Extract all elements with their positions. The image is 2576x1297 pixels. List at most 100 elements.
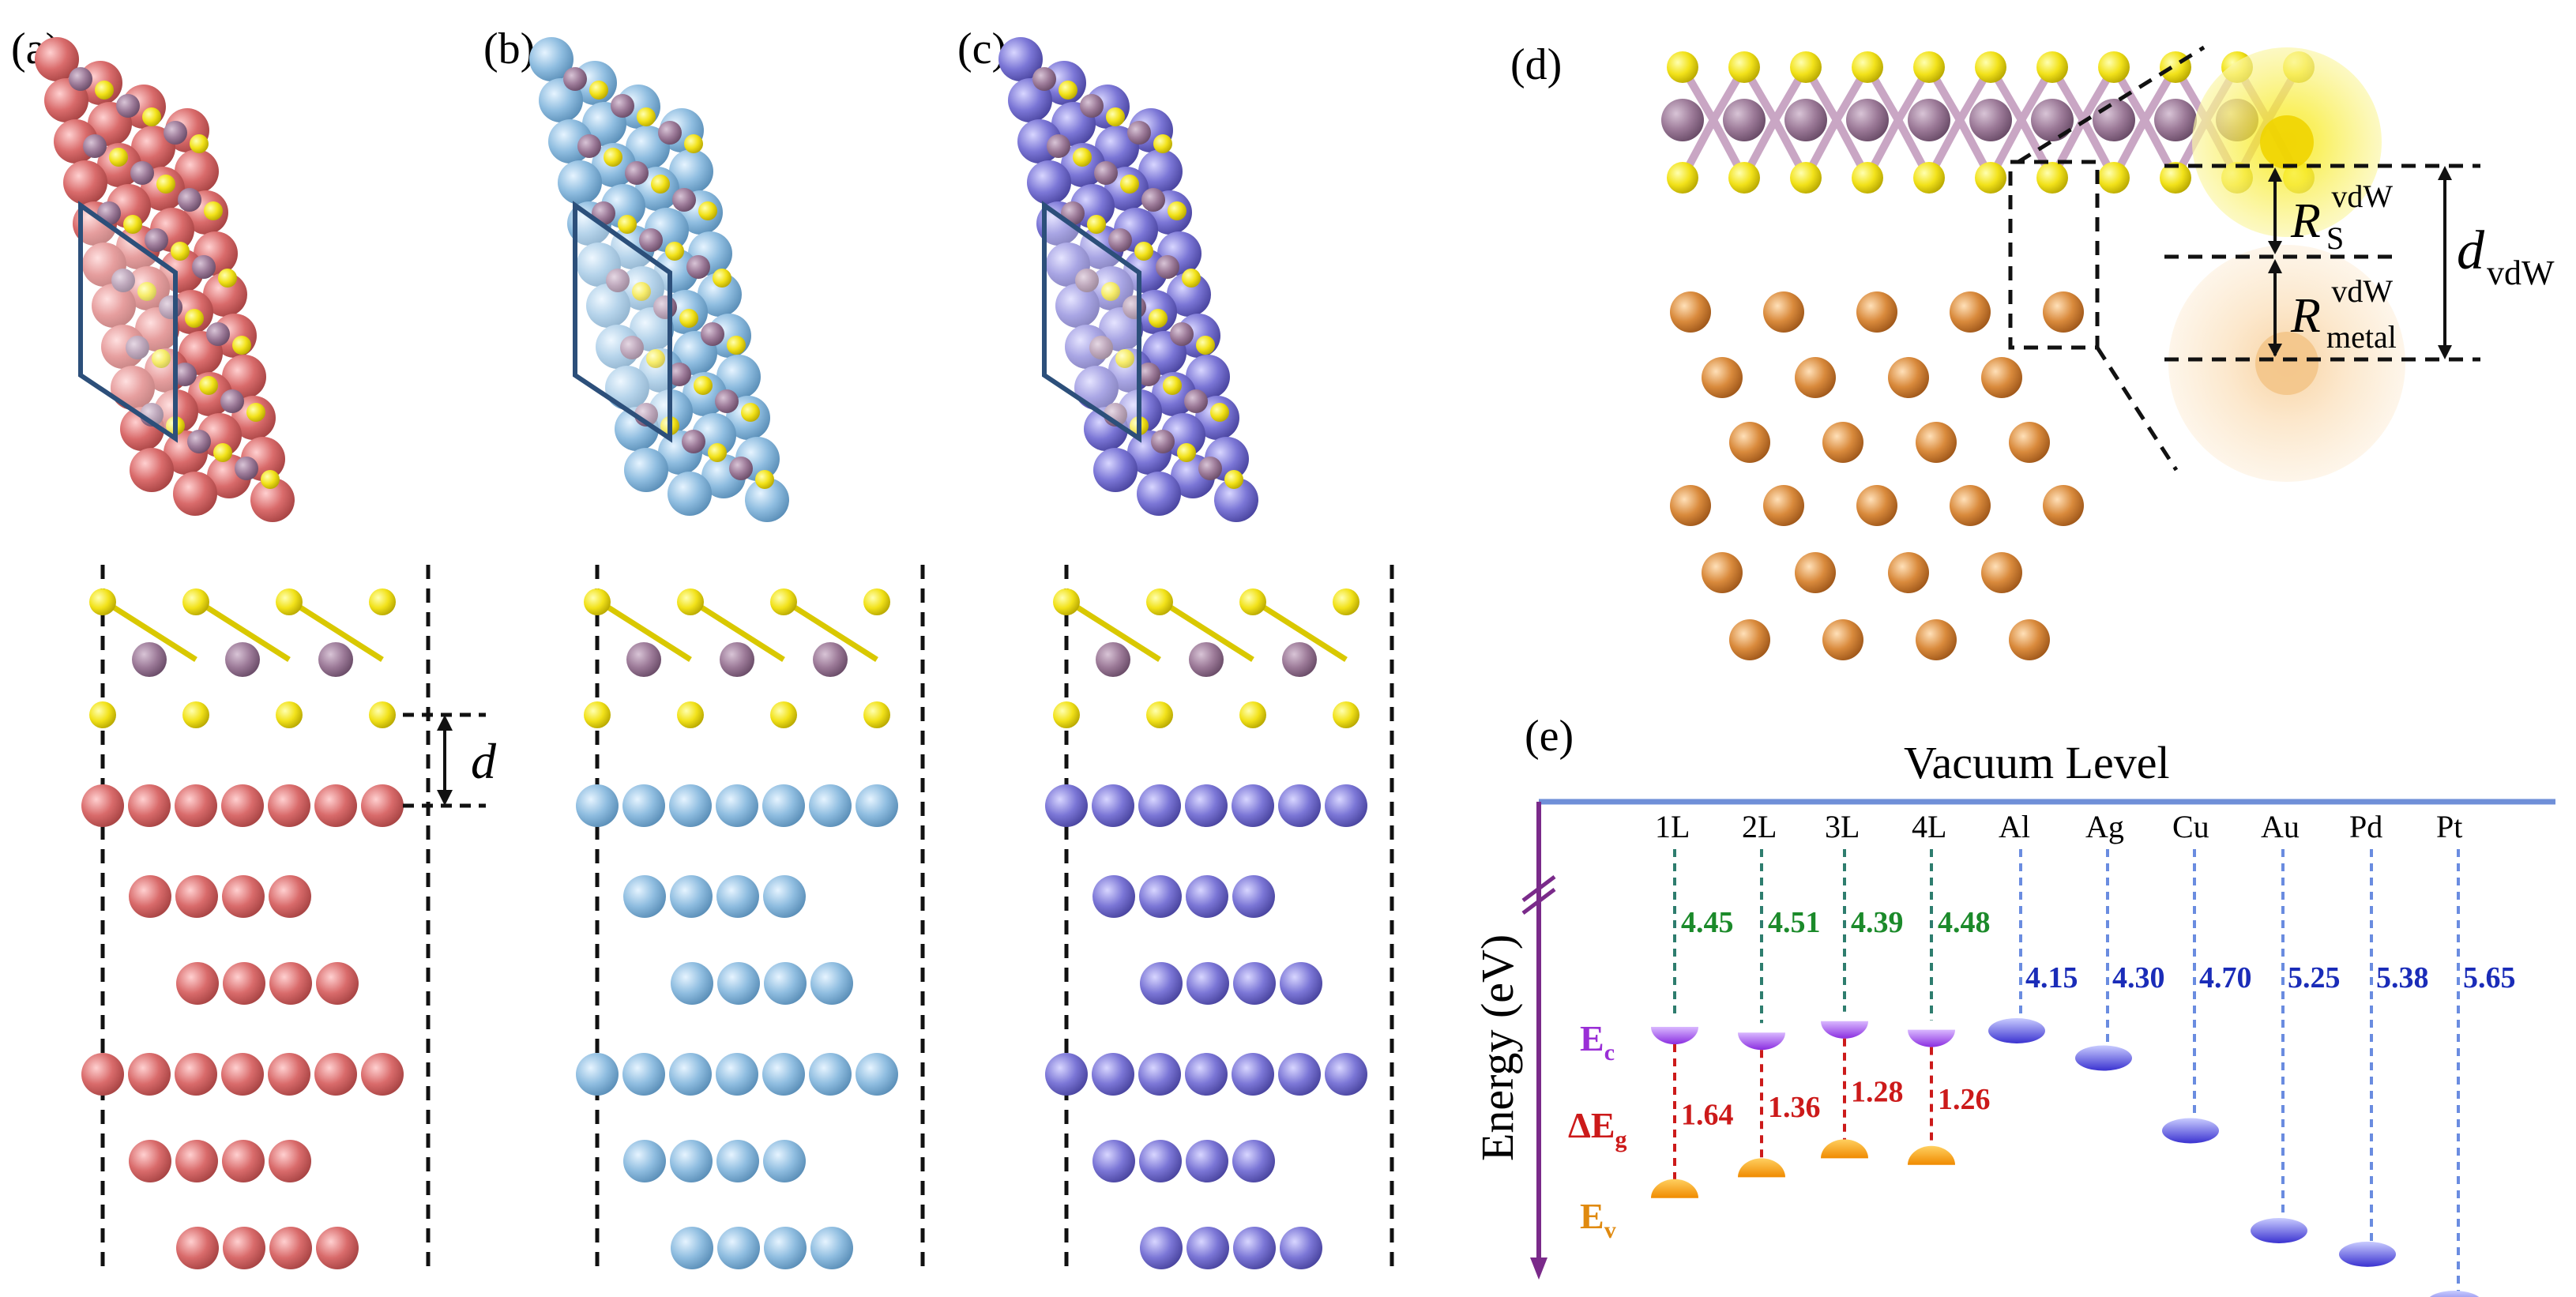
substrate-atom xyxy=(1186,875,1228,918)
substrate-atom xyxy=(1325,1053,1367,1096)
side-view xyxy=(81,565,431,1272)
s-atom xyxy=(89,701,116,728)
mo-atom xyxy=(1151,430,1175,453)
s-atom xyxy=(156,175,175,194)
top-view xyxy=(529,37,789,522)
s-atom xyxy=(137,282,156,301)
substrate-atom xyxy=(361,1053,404,1096)
substrate-atom xyxy=(1074,366,1119,410)
mo-atom xyxy=(2154,99,2197,141)
s-atom xyxy=(1790,162,1822,194)
metal-atom xyxy=(1702,357,1743,398)
unit-cell-outline xyxy=(573,201,672,443)
substrate-atom xyxy=(1186,1227,1229,1269)
s-atom xyxy=(182,701,209,728)
ev-label: Ev xyxy=(1580,1196,1616,1243)
s-atom xyxy=(584,588,611,615)
s-atom xyxy=(1975,51,2006,83)
substrate-atom xyxy=(223,1227,265,1269)
s-atom xyxy=(694,376,713,395)
s-atom xyxy=(2036,51,2068,83)
mo-atom xyxy=(1089,336,1113,359)
s-atom xyxy=(1210,403,1229,422)
mo-atom xyxy=(620,336,644,359)
substrate-atom xyxy=(203,273,247,317)
substrate-atom xyxy=(998,37,1043,81)
metal-atom xyxy=(1670,291,1711,333)
s-atom xyxy=(1196,336,1215,355)
substrate-atom xyxy=(622,784,665,827)
substrate-atom xyxy=(269,962,312,1005)
substrate-atom xyxy=(558,160,602,205)
s-atom xyxy=(1059,81,1077,100)
metal-label: Ag xyxy=(2085,809,2124,844)
s-atom xyxy=(741,403,760,422)
substrate-atom xyxy=(810,1227,853,1269)
substrate-atom xyxy=(623,875,666,918)
substrate-atom xyxy=(314,784,357,827)
electron-affinity-value: 4.51 xyxy=(1768,906,1821,939)
s-atom xyxy=(1728,162,1760,194)
substrate-atom xyxy=(81,1053,124,1096)
substrate-atom xyxy=(1278,1053,1321,1096)
s-atom xyxy=(1101,282,1120,301)
substrate-atom xyxy=(128,1053,171,1096)
s-atom xyxy=(1224,470,1243,489)
mo-atom xyxy=(1282,642,1317,677)
layer-label: 1L xyxy=(1655,809,1690,844)
dvdw-main: d xyxy=(2457,220,2485,281)
mo-atom xyxy=(1170,322,1194,346)
substrate-atom xyxy=(605,366,649,410)
metal-label: Al xyxy=(1999,809,2030,844)
s-atom xyxy=(1153,134,1172,153)
substrate-atom xyxy=(623,1140,666,1182)
bond xyxy=(101,598,197,662)
substrate-atom xyxy=(250,478,295,522)
mo-atom xyxy=(83,134,107,158)
substrate-atom xyxy=(670,1140,713,1182)
substrate-atom xyxy=(762,1053,805,1096)
substrate-atom xyxy=(130,448,174,492)
s-atom xyxy=(1239,701,1266,728)
top-view xyxy=(998,37,1258,522)
s-atom xyxy=(109,148,128,167)
panel-e-energy-diagram: Vacuum Level Energy (eV) Ec ΔEg Ev 1L4.4… xyxy=(1472,737,2555,1297)
s-atom xyxy=(1239,588,1266,615)
bond xyxy=(1065,598,1161,662)
substrate-atom xyxy=(668,472,712,516)
substrate-atom xyxy=(175,1140,218,1182)
panel-d-label: (d) xyxy=(1510,40,1562,89)
mo-atom xyxy=(1156,255,1179,279)
s-atom xyxy=(1333,588,1359,615)
substrate-atom xyxy=(1233,1227,1276,1269)
substrate-atom xyxy=(1055,284,1100,328)
top-view xyxy=(35,37,295,522)
valence-band-mark xyxy=(1651,1179,1698,1198)
mo-atom xyxy=(220,389,244,413)
substrate-atom xyxy=(221,784,264,827)
substrate-atom xyxy=(1045,1053,1088,1096)
metal-atom xyxy=(1950,485,1991,526)
interlayer-distance-marker: d xyxy=(403,712,497,808)
panel-a-structure xyxy=(35,37,431,1272)
substrate-atom xyxy=(1138,784,1181,827)
s-atom xyxy=(1087,215,1106,234)
substrate-atom xyxy=(1138,1053,1181,1096)
mo-atom xyxy=(720,642,754,677)
substrate-atom xyxy=(1232,1053,1274,1096)
metal-label: Pt xyxy=(2436,809,2462,844)
mo-atom xyxy=(1784,99,1827,141)
mo-atom xyxy=(1908,99,1950,141)
s-atom xyxy=(1053,588,1080,615)
substrate-atom xyxy=(716,1053,758,1096)
substrate-atom xyxy=(1027,160,1071,205)
s-atom xyxy=(185,309,204,328)
s-atom xyxy=(171,242,190,261)
mo-atom xyxy=(1723,99,1766,141)
substrate-atom xyxy=(1186,962,1229,1005)
substrate-atom xyxy=(716,1140,759,1182)
s-atom xyxy=(2160,162,2191,194)
mo-atom xyxy=(1127,121,1151,145)
side-view xyxy=(1045,565,1394,1272)
s-atom xyxy=(584,701,611,728)
